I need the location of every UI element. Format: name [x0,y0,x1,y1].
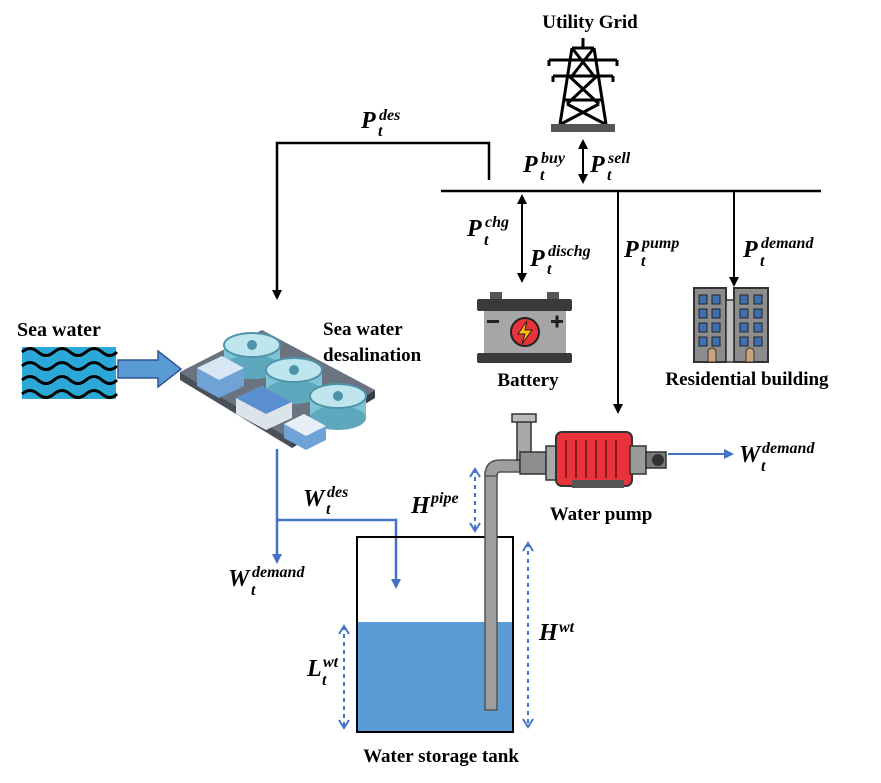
symbol-w-demand-left: W demand t [228,564,305,599]
symbol-p-des: P des t [360,107,400,140]
symbol-p-pump: P pump t [623,235,679,270]
svg-text:W: W [739,442,762,468]
pump-pipe [484,471,498,711]
symbol-w-demand-right: W demand t [739,440,815,475]
svg-text:P: P [623,237,639,263]
svg-text:P: P [742,237,758,263]
svg-text:t: t [547,261,552,278]
svg-text:W: W [228,566,251,592]
symbol-p-demand: P demand t [742,235,814,270]
utility-grid-label: Utility Grid [542,12,638,33]
svg-text:demand: demand [252,564,305,581]
svg-text:P: P [360,108,376,134]
svg-text:pump: pump [640,235,679,252]
svg-text:demand: demand [761,235,814,252]
utility-tower-icon [547,38,619,126]
svg-text:P: P [589,152,605,178]
symbol-p-buy: P buy t [522,150,566,184]
svg-text:pipe: pipe [429,490,459,507]
desal-power-line [272,141,491,300]
svg-text:W: W [303,486,326,512]
svg-text:wt: wt [559,619,575,636]
desal-label-line1: Sea water [323,319,403,340]
svg-text:P: P [466,216,482,242]
water-pump-label: Water pump [550,504,653,525]
svg-text:H: H [538,620,559,646]
residential-building-icon [693,287,769,363]
tank-label: Water storage tank [363,746,519,767]
svg-text:wt: wt [323,654,339,671]
symbol-h-pipe: H pipe [410,490,459,519]
svg-text:des: des [379,107,400,124]
pipe-elbow [484,459,521,477]
svg-text:P: P [529,246,545,272]
svg-text:buy: buy [541,150,566,167]
battery-label: Battery [497,370,559,391]
tank-outline [356,536,514,733]
svg-text:t: t [326,501,331,518]
battery-icon [477,292,572,363]
svg-text:H: H [410,493,431,519]
symbol-p-dischg: P dischg t [529,243,591,278]
tower-base [551,124,615,132]
desal-label-line2: desalination [323,345,422,366]
symbol-l-wt: L wt t [306,654,339,689]
svg-text:t: t [540,167,545,184]
svg-text:L: L [306,656,322,682]
svg-text:t: t [607,167,612,184]
symbol-h-wt: H wt [538,619,575,646]
residential-label: Residential building [665,369,829,390]
svg-text:sell: sell [607,150,631,167]
svg-text:demand: demand [762,440,815,457]
svg-text:t: t [760,253,765,270]
svg-text:des: des [327,484,348,501]
svg-text:P: P [522,152,538,178]
svg-text:t: t [761,458,766,475]
symbol-p-chg: P chg t [466,214,509,249]
svg-text:t: t [251,582,256,599]
sea-wave-icon [21,347,119,399]
svg-text:t: t [641,253,646,270]
symbol-p-sell: P sell t [589,150,631,184]
desalination-plant-icon [180,330,375,450]
desal-to-tank-line [277,518,401,589]
water-pump-icon [511,413,667,488]
svg-text:t: t [322,672,327,689]
symbol-w-des: W des t [303,484,348,518]
svg-text:t: t [484,232,489,249]
inflow-arrow [117,349,183,389]
svg-text:chg: chg [485,214,509,231]
svg-text:dischg: dischg [548,243,591,260]
sea-water-label: Sea water [17,319,101,341]
svg-text:t: t [378,123,383,140]
